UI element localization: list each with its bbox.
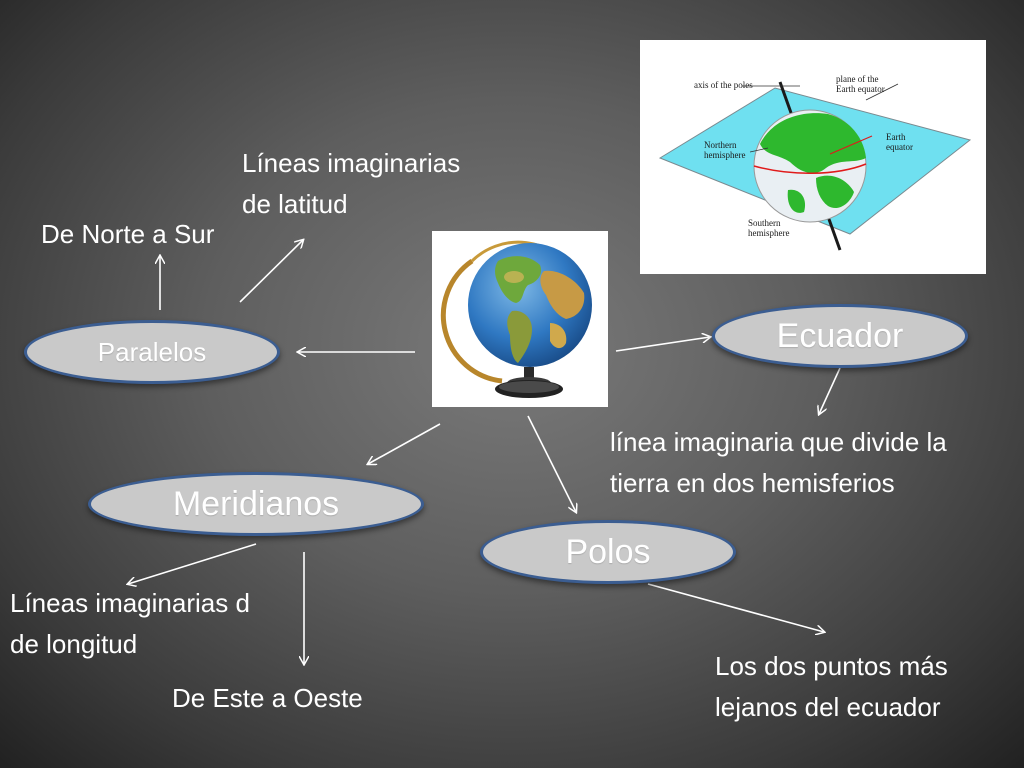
axis-label: axis of the poles	[694, 80, 753, 90]
label-longitud: Líneas imaginarias d de longitud	[10, 588, 250, 659]
node-ecuador-label: Ecuador	[776, 316, 904, 355]
arrow-paralelos-to-latitud	[239, 240, 303, 303]
earth-hemispheres-diagram: axis of the poles plane of the Earth equ…	[640, 40, 986, 274]
label-norte-sur: De Norte a Sur	[41, 219, 215, 249]
globe-icon	[440, 240, 592, 398]
label-latitud: Líneas imaginarias de latitud	[242, 148, 461, 219]
arrow-globe-to-ecuador	[615, 337, 710, 352]
plane-label: plane of the Earth equator	[836, 74, 885, 94]
globe-photo	[432, 231, 608, 407]
arrow-globe-to-meridianos	[368, 423, 441, 464]
node-meridianos-label: Meridianos	[172, 484, 340, 523]
arrow-meridianos-to-longitud	[128, 543, 257, 584]
node-ecuador: Ecuador	[712, 304, 968, 368]
node-meridianos: Meridianos	[88, 472, 424, 536]
label-este-oeste: De Este a Oeste	[172, 683, 363, 713]
node-polos-label: Polos	[565, 532, 651, 571]
earth-equator-label: Earth equator	[886, 132, 913, 152]
northern-label: Northern hemisphere	[704, 140, 746, 160]
arrow-ecuador-to-desc	[819, 367, 841, 414]
label-polos-desc: Los dos puntos más lejanos del ecuador	[715, 651, 948, 722]
node-paralelos-label: Paralelos	[97, 336, 207, 367]
label-ecuador-desc: línea imaginaria que divide la tierra en…	[610, 427, 947, 498]
node-paralelos: Paralelos	[24, 320, 280, 384]
arrow-globe-to-polos	[527, 415, 576, 512]
earth-diagram-icon	[658, 81, 972, 251]
arrow-polos-to-desc	[647, 583, 824, 632]
node-polos: Polos	[480, 520, 736, 584]
southern-label: Southern hemisphere	[748, 218, 790, 238]
